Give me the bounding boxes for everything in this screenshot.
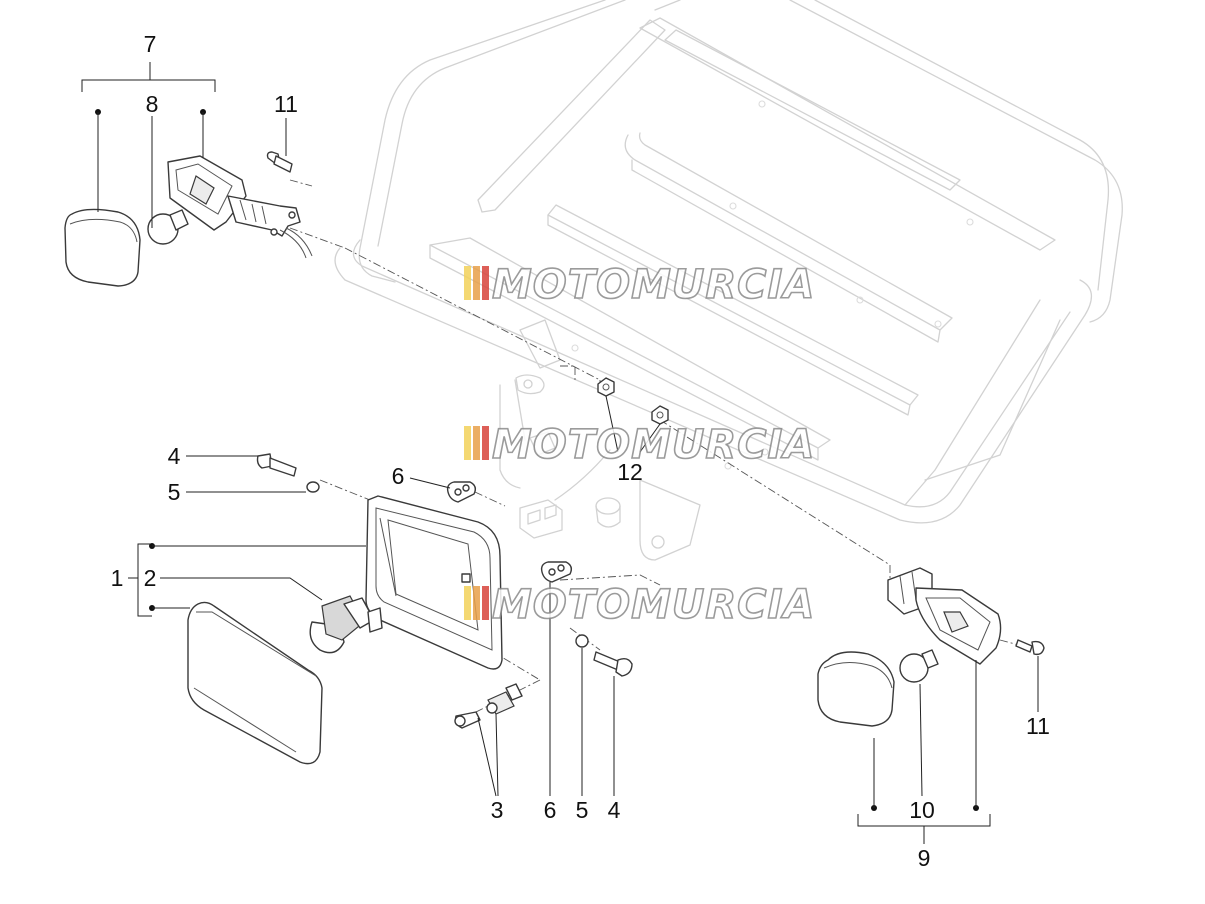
right-indicator-screw xyxy=(1015,639,1045,656)
watermark-bottom: MOTOMURCIA xyxy=(464,581,815,629)
leader-lines xyxy=(81,62,1039,844)
callout-10: 10 xyxy=(909,797,935,823)
headlight-assembly xyxy=(187,453,633,765)
watermark-bar-3 xyxy=(482,586,489,620)
callout-11-upper: 11 xyxy=(274,91,298,117)
watermark-bar-1 xyxy=(464,426,471,460)
callout-5-lower: 5 xyxy=(576,797,589,823)
callout-9: 9 xyxy=(918,845,931,871)
headlight-lens xyxy=(187,601,323,765)
nut-lower xyxy=(651,405,669,425)
headlight-reflector xyxy=(365,495,503,670)
nut-upper xyxy=(597,377,615,397)
headlight-spacer-lower xyxy=(540,561,573,583)
watermark-bar-1 xyxy=(464,586,471,620)
left-turn-signal-assembly xyxy=(64,151,313,287)
parking-bulbs xyxy=(454,683,523,729)
headlight-washer-right xyxy=(575,634,589,648)
callout-8: 8 xyxy=(146,91,159,117)
watermark-bar-1 xyxy=(464,266,471,300)
luggage-rack-frame xyxy=(334,0,1123,561)
headlight-spacer-upper xyxy=(446,481,477,503)
right-indicator-lens xyxy=(817,651,895,727)
watermark-middle: MOTOMURCIA xyxy=(464,421,815,469)
watermark-bar-2 xyxy=(473,426,480,460)
left-indicator-screw xyxy=(266,151,293,173)
headlight-bulb xyxy=(309,595,383,654)
callout-4-left: 4 xyxy=(168,443,181,469)
callout-1: 1 xyxy=(111,565,124,591)
headlight-bolt-left xyxy=(256,453,297,477)
left-indicator-bulb xyxy=(147,209,189,245)
right-turn-signal-assembly xyxy=(817,567,1045,727)
watermark-text: MOTOMURCIA xyxy=(492,262,815,308)
watermark-bar-3 xyxy=(482,426,489,460)
callout-6-lower: 6 xyxy=(544,797,557,823)
right-indicator-bulb xyxy=(899,649,939,683)
callout-6-upper: 6 xyxy=(392,463,405,489)
callout-5-left: 5 xyxy=(168,479,181,505)
left-indicator-lens xyxy=(64,208,141,287)
left-indicator-housing xyxy=(167,155,313,259)
callout-7: 7 xyxy=(144,31,157,57)
watermark-top: MOTOMURCIA xyxy=(464,261,815,309)
headlight-washer-left xyxy=(306,481,320,493)
right-indicator-housing xyxy=(887,567,1002,665)
callout-11-lower: 11 xyxy=(1026,713,1050,739)
mounting-nuts xyxy=(597,377,669,425)
watermark-text: MOTOMURCIA xyxy=(492,422,815,468)
watermark-bar-2 xyxy=(473,586,480,620)
callout-12: 12 xyxy=(617,459,643,485)
callout-2: 2 xyxy=(144,565,157,591)
watermark-bar-2 xyxy=(473,266,480,300)
headlight-bolt-right xyxy=(593,651,633,677)
callout-3: 3 xyxy=(491,797,504,823)
callout-4-lower: 4 xyxy=(608,797,621,823)
watermark-text: MOTOMURCIA xyxy=(492,582,815,628)
watermark-bar-3 xyxy=(482,266,489,300)
callout-labels: 7 8 11 4 5 6 1 2 12 3 6 5 4 11 10 9 xyxy=(111,31,1050,871)
